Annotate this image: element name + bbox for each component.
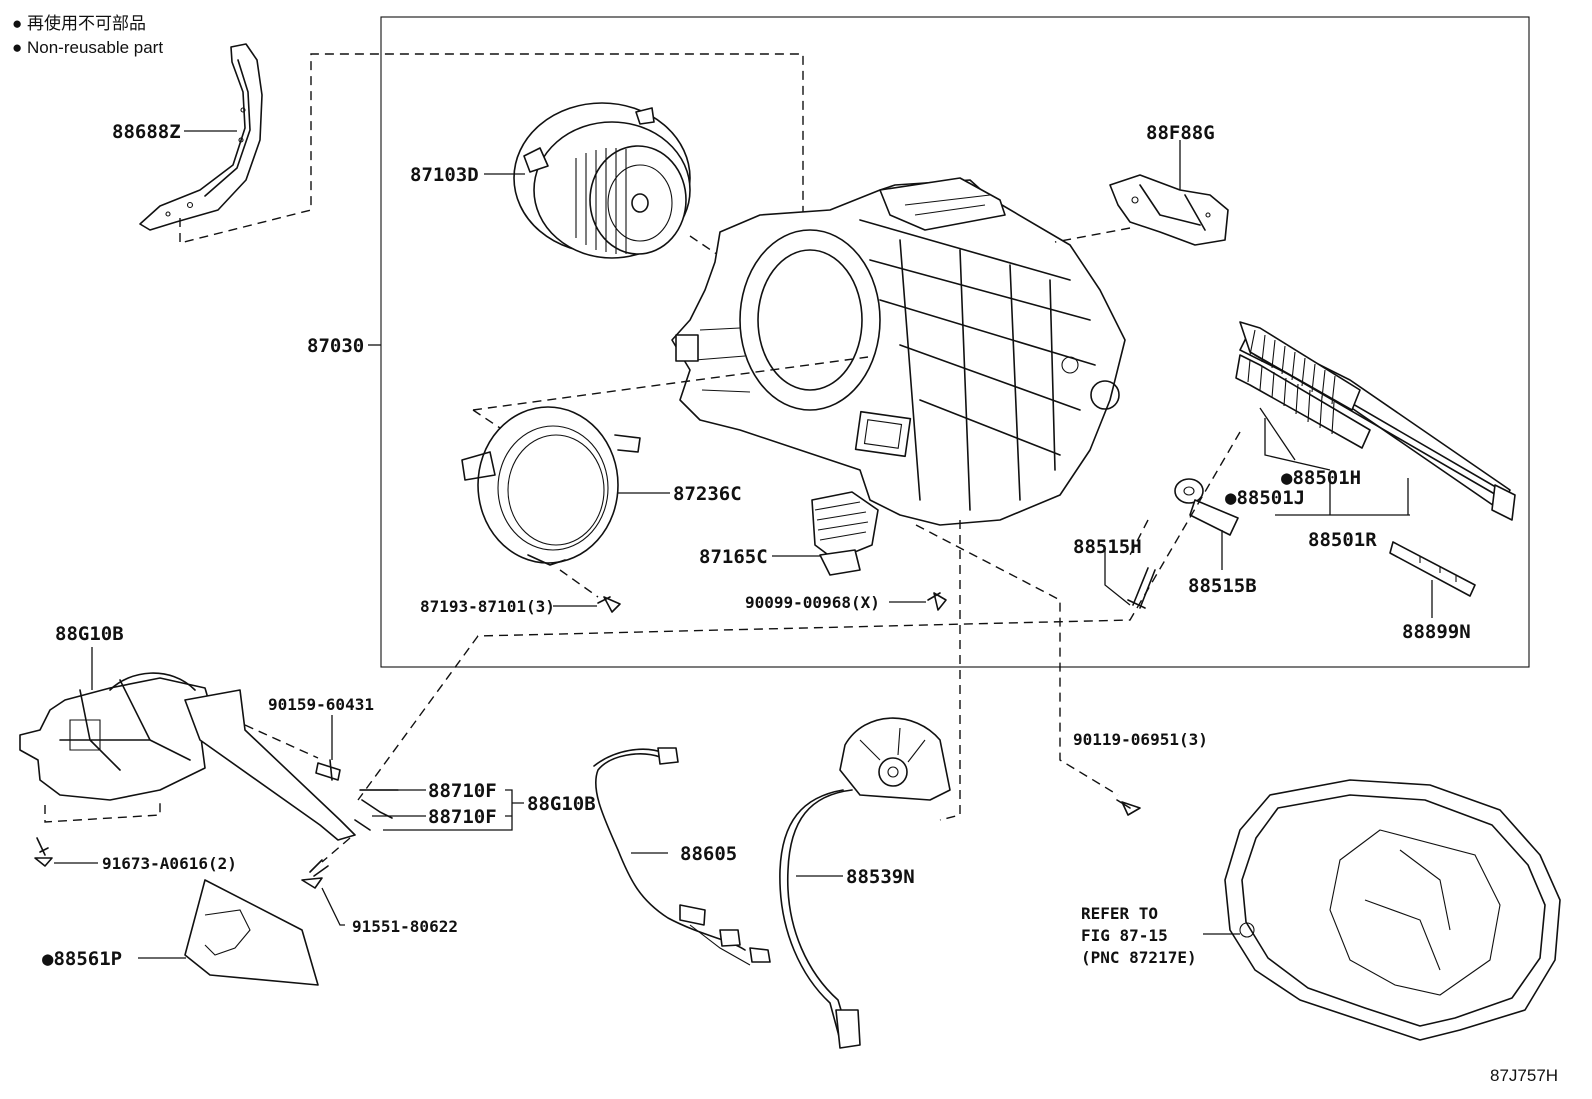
label-87165C: 87165C [699, 546, 768, 568]
figure-code: 87J757H [1490, 1066, 1558, 1085]
label-88561P: ●88561P [42, 948, 122, 970]
label-88501H: ●88501H [1281, 467, 1361, 489]
label-refer-to: REFER TO [1081, 904, 1158, 923]
label-91673-A0616: 91673-A0616(2) [102, 854, 237, 873]
label-88688Z: 88688Z [112, 121, 181, 143]
label-88501J: ●88501J [1225, 487, 1305, 509]
label-88515H: 88515H [1073, 536, 1142, 558]
servo-88G10B-drawing [19, 672, 356, 841]
label-88501R: 88501R [1308, 529, 1377, 551]
blower-motor-87103D-drawing [513, 102, 691, 259]
evaporator-tube-88501R-drawing [1235, 321, 1516, 521]
wire-harness-88605-drawing [593, 747, 771, 966]
screw-91551-drawing [301, 859, 329, 889]
label-88899N: 88899N [1402, 621, 1471, 643]
screw-90159-drawing [315, 759, 341, 781]
fitting-88515B-drawing [1174, 478, 1239, 536]
label-88F88G: 88F88G [1146, 122, 1215, 144]
label-91551-80622: 91551-80622 [352, 917, 458, 936]
label-90119-06951: 90119-06951(3) [1073, 730, 1208, 749]
label-90099-00968: 90099-00968(X) [745, 593, 880, 612]
legend-japanese: ● 再使用不可部品 [12, 13, 146, 33]
label-88710F-2: 88710F [428, 806, 497, 828]
bolt-88515H-drawing [1127, 567, 1156, 609]
screw-90099-drawing [927, 592, 947, 611]
screw-90119-drawing [1116, 799, 1141, 816]
screw-91673-drawing [34, 837, 53, 867]
screw-87193-drawing [597, 596, 621, 613]
bracket-88688Z-drawing [139, 43, 263, 231]
label-88710F-1: 88710F [428, 780, 497, 802]
label-87103D: 87103D [410, 164, 479, 186]
legend-non-reusable: ● Non-reusable part [12, 38, 163, 57]
air-conditioning-unit-87030-drawing [671, 177, 1126, 526]
label-88G10B-top: 88G10B [55, 623, 124, 645]
label-88605: 88605 [680, 843, 737, 865]
actuator-88539N-drawing [779, 717, 951, 1049]
label-87236C: 87236C [673, 483, 742, 505]
label-88539N: 88539N [846, 866, 915, 888]
bracket-88F88G-drawing [1109, 174, 1229, 246]
assembly-frame [380, 16, 1530, 668]
strip-88899N-drawing [1389, 541, 1476, 597]
label-87193-87101: 87193-87101(3) [420, 597, 555, 616]
ring-87236C-drawing [461, 406, 641, 566]
pad-88561P-drawing [184, 879, 319, 986]
label-refer-pnc: (PNC 87217E) [1081, 948, 1197, 967]
label-88G10B-right: 88G10B [527, 793, 596, 815]
label-refer-fig: FIG 87-15 [1081, 926, 1168, 945]
resistor-87165C-drawing [811, 491, 879, 576]
label-88515B: 88515B [1188, 575, 1257, 597]
label-87030: 87030 [307, 335, 364, 357]
label-90159-60431: 90159-60431 [268, 695, 374, 714]
case-87217E-drawing [1224, 779, 1561, 1041]
